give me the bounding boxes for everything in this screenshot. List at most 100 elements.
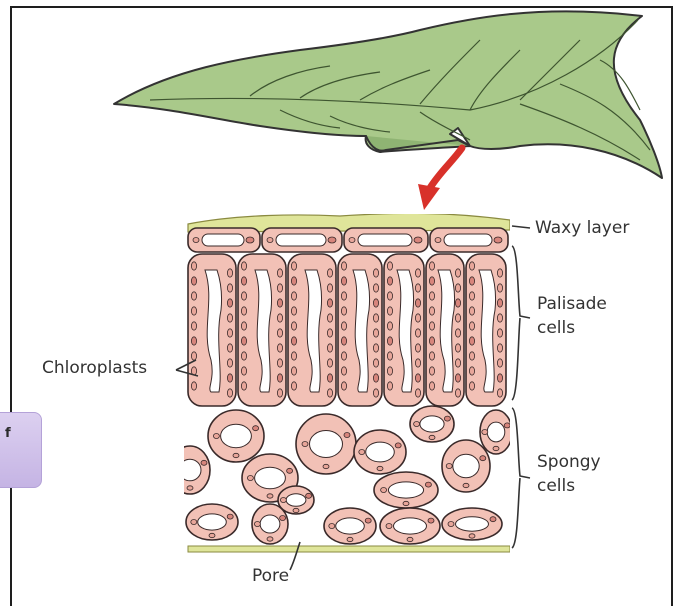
chloroplast [415,389,420,397]
chloroplast [387,367,392,375]
chloroplast [344,433,350,438]
chloroplast [469,352,474,360]
chloroplast [227,344,232,352]
chloroplast [341,262,346,270]
chloroplast [373,359,378,367]
chloroplast [455,269,460,277]
chloroplast [291,322,296,330]
spongy-cell [354,430,406,474]
curved-down-arrow-icon [418,148,462,210]
chloroplast [455,374,460,382]
chloroplast [428,518,434,523]
chloroplast [482,430,488,435]
chloroplast [429,367,434,375]
chloroplast [386,524,392,529]
chloroplast [201,460,207,465]
chloroplast [267,537,273,541]
chloroplast [241,337,246,345]
chloroplast [387,262,392,270]
chloroplast [341,352,346,360]
chloroplast [227,284,232,292]
chloroplast [341,292,346,300]
chloroplast [327,374,332,382]
chloroplast [227,299,232,307]
chloroplast [373,344,378,352]
palisade-cell [188,254,236,406]
chloroplast [403,501,409,505]
chloroplast [373,329,378,337]
chloroplast [497,374,502,382]
palisade-cell [384,254,424,406]
chloroplast [373,299,378,307]
spongy-cell [186,504,238,540]
chloroplast [497,389,502,397]
chloroplast [387,322,392,330]
upper-epidermis-cell [188,228,260,252]
chloroplast [415,314,420,322]
chloroplast [287,468,293,473]
chloroplast [277,344,282,352]
chloroplast [291,337,296,345]
palisade-bracket [512,246,530,400]
chloroplast [246,237,254,243]
chloroplast [444,416,450,421]
chloroplast [429,352,434,360]
chloroplast [254,522,260,527]
chloroplast [277,389,282,397]
leaf-blade [114,11,662,178]
palisade-cell [466,254,506,406]
label-palisade-cells: cells [537,318,575,338]
chloroplast [241,307,246,315]
chloroplast [429,277,434,285]
chloroplast [277,284,282,292]
chloroplast [415,329,420,337]
chloroplast [387,382,392,390]
chloroplast [373,314,378,322]
chloroplast [414,237,422,243]
chloroplast [193,238,199,243]
side-tab[interactable]: f [0,412,42,488]
spongy-cell [170,446,210,494]
leaf-illustration [114,11,662,178]
spongy-cell [208,410,264,462]
label-spongy-cells: cells [537,476,575,496]
chloroplast [497,314,502,322]
chloroplast [227,359,232,367]
chloroplast [455,359,460,367]
chloroplast [469,307,474,315]
chloroplast [191,262,196,270]
chloroplast [494,237,502,243]
chloroplast [415,299,420,307]
spongy-cell [278,486,314,514]
chloroplast [469,337,474,345]
chloroplast [469,277,474,285]
chloroplast [373,269,378,277]
chloroplast [429,337,434,345]
label-palisade: Palisade [537,294,607,314]
chloroplast [407,537,413,541]
chloroplast [191,292,196,300]
chloroplast [373,374,378,382]
upper-epidermis-cell [262,228,342,252]
chloroplast [341,307,346,315]
chloroplast [291,262,296,270]
chloroplast [341,367,346,375]
chloroplast [227,269,232,277]
chloroplast [327,359,332,367]
chloroplast [497,359,502,367]
chloroplast [241,367,246,375]
chloroplast [455,299,460,307]
chloroplast [429,292,434,300]
chloroplast [241,322,246,330]
chloroplast [327,299,332,307]
chloroplast [191,307,196,315]
chloroplast [329,524,335,529]
chloroplast [446,464,452,469]
chloroplast [377,466,383,470]
chloroplast [323,464,329,468]
chloroplast [247,476,253,481]
chloroplast [291,292,296,300]
chloroplast [469,292,474,300]
chloroplast [429,307,434,315]
